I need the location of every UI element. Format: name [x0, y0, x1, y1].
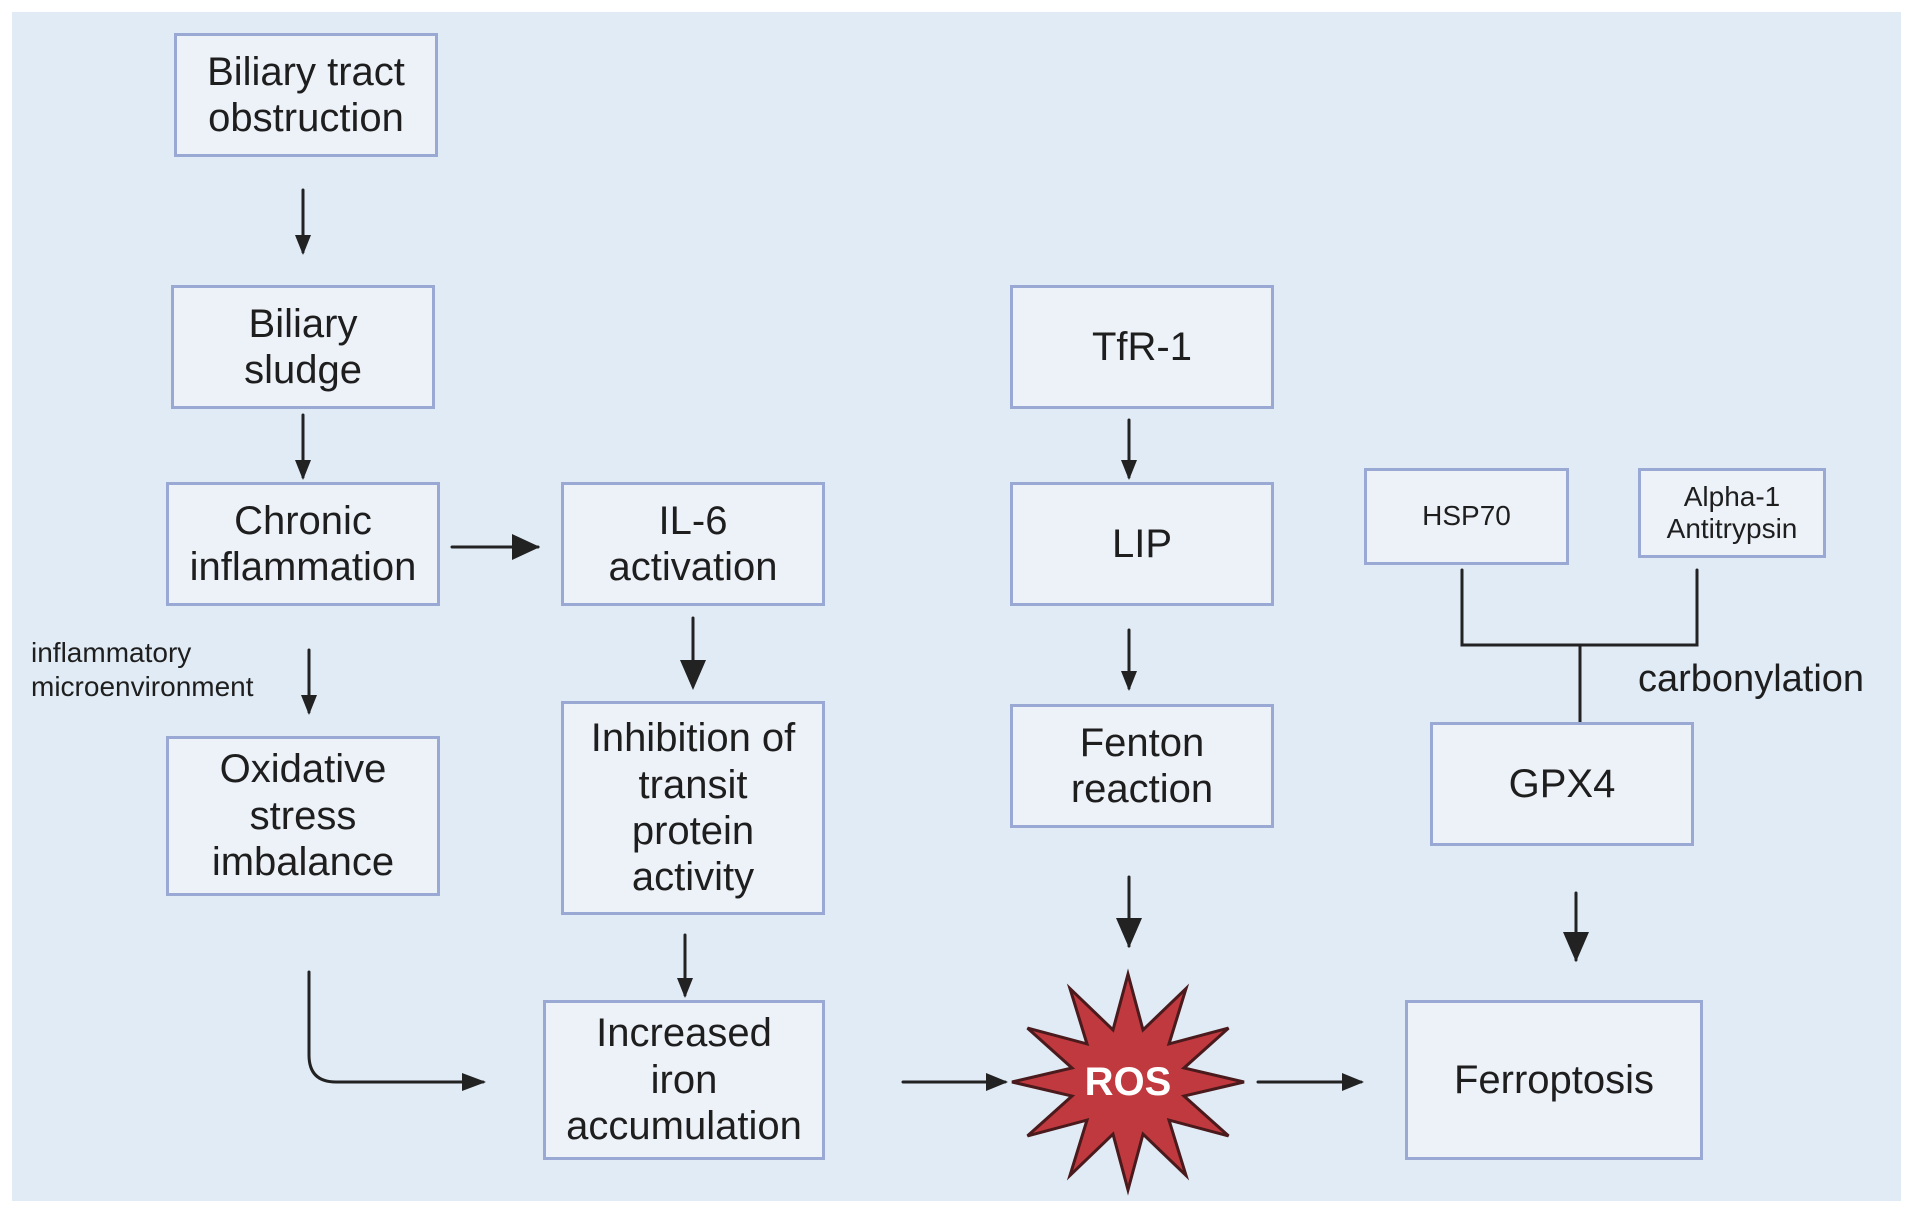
- carbonylation-label: carbonylation: [1638, 658, 1865, 700]
- biliary-sludge-box: Biliary sludge: [171, 285, 435, 409]
- chronic-inflammation-box: Chronic inflammation: [166, 482, 440, 606]
- biliary-tract-obstruction-box: Biliary tract obstruction: [174, 33, 438, 157]
- ros-label: ROS: [1084, 1059, 1172, 1104]
- arrowhead-obstruction-to-sludge: [295, 235, 311, 255]
- arrowhead-gpx4-to-ferroptosis: [1563, 932, 1589, 962]
- ferroptosis-box: Ferroptosis: [1405, 1000, 1703, 1160]
- arrowhead-lip-to-fenton: [1121, 671, 1137, 691]
- arrowhead-oxidative-to-iron: [462, 1073, 486, 1091]
- arrowhead-tfr1-to-lip: [1121, 460, 1137, 480]
- carbonylation-bracket: [1460, 568, 1699, 724]
- arrowhead-inflammation-to-oxidative: [301, 695, 317, 715]
- inhibition-transit-protein-box: Inhibition of transit protein activity: [561, 701, 825, 915]
- arrowhead-il6-to-inhibition: [680, 660, 706, 690]
- il6-activation-box: IL-6 activation: [561, 482, 825, 606]
- lip-box: LIP: [1010, 482, 1274, 606]
- arrowhead-ros-to-ferroptosis: [1342, 1073, 1364, 1091]
- oxidative-stress-imbalance-box: Oxidative stress imbalance: [166, 736, 440, 896]
- ros-starburst-icon: [1011, 968, 1245, 1196]
- hsp70-box: HSP70: [1364, 468, 1569, 565]
- fenton-reaction-box: Fenton reaction: [1010, 704, 1274, 828]
- arrowhead-sludge-to-inflammation: [295, 460, 311, 480]
- tfr1-box: TfR-1: [1010, 285, 1274, 409]
- arrow-oxidative-to-iron: [307, 970, 485, 1084]
- arrowhead-fenton-to-ros: [1116, 918, 1142, 948]
- gpx4-box: GPX4: [1430, 722, 1694, 846]
- inflammatory-microenvironment-label: inflammatory microenvironment: [31, 637, 254, 703]
- arrowhead-inflammation-to-il6: [512, 534, 540, 560]
- alpha1-antitrypsin-box: Alpha-1 Antitrypsin: [1638, 468, 1826, 558]
- arrowhead-iron-to-ros: [986, 1073, 1008, 1091]
- arrowhead-inhibition-to-iron: [677, 978, 693, 998]
- increased-iron-accumulation-box: Increased iron accumulation: [543, 1000, 825, 1160]
